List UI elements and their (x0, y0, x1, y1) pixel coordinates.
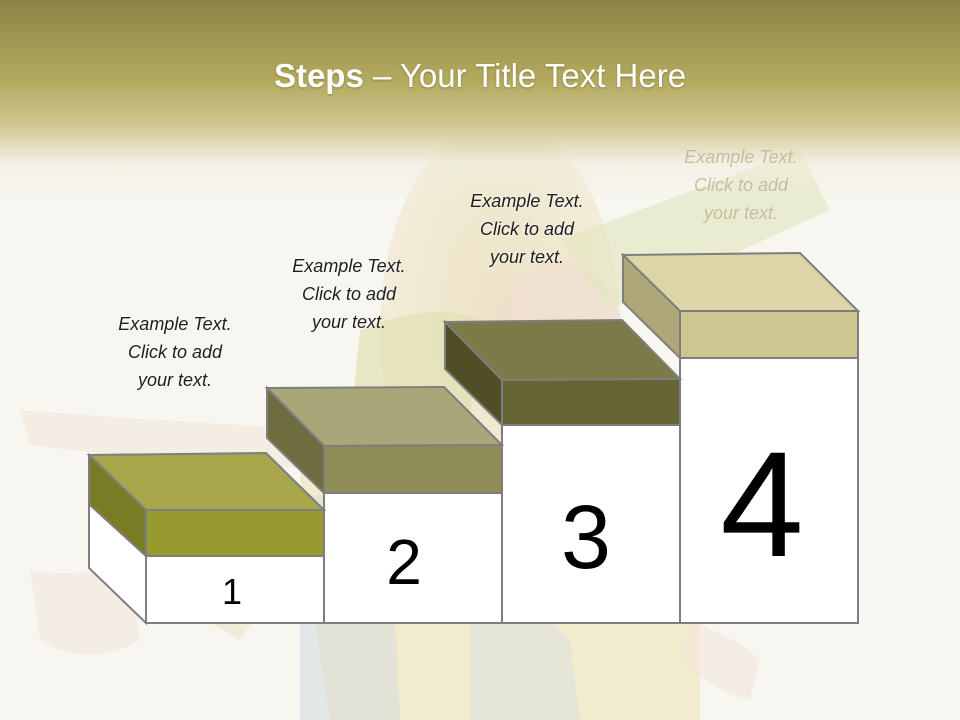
title-bold-part: Steps (273, 57, 364, 94)
caption-line: Click to add (301, 284, 397, 304)
step-3-lid (442, 318, 683, 428)
step-boxes (88, 357, 859, 626)
step-4-caption[interactable]: Example Text. Click to add your text. (656, 143, 826, 227)
header-band (0, 0, 960, 200)
caption-line: your text. (489, 247, 565, 267)
caption-line: Click to add (693, 175, 789, 195)
caption-line: Example Text. (118, 314, 232, 334)
step-2-caption[interactable]: Example Text. Click to add your text. (264, 252, 434, 336)
caption-line: your text. (311, 312, 387, 332)
step-4-number: 4 (720, 420, 803, 588)
caption-line: Click to add (479, 219, 575, 239)
step-3-caption[interactable]: Example Text. Click to add your text. (442, 187, 612, 271)
step-1-caption[interactable]: Example Text. Click to add your text. (90, 310, 260, 394)
caption-line: Example Text. (292, 256, 406, 276)
caption-line: your text. (703, 203, 779, 223)
caption-line: Click to add (127, 342, 223, 362)
step-4-lid (620, 251, 861, 361)
step-1-lid (86, 451, 327, 559)
step-3-number: 3 (561, 488, 611, 588)
step-2-lid (264, 385, 505, 496)
slide-title[interactable]: Steps – Your Title Text Here (0, 54, 960, 98)
caption-line: Example Text. (684, 147, 798, 167)
title-rest-part: – Your Title Text Here (363, 57, 687, 94)
caption-line: your text. (137, 370, 213, 390)
caption-line: Example Text. (470, 191, 584, 211)
step-2-number: 2 (386, 526, 422, 598)
step-1-number: 1 (222, 571, 242, 612)
